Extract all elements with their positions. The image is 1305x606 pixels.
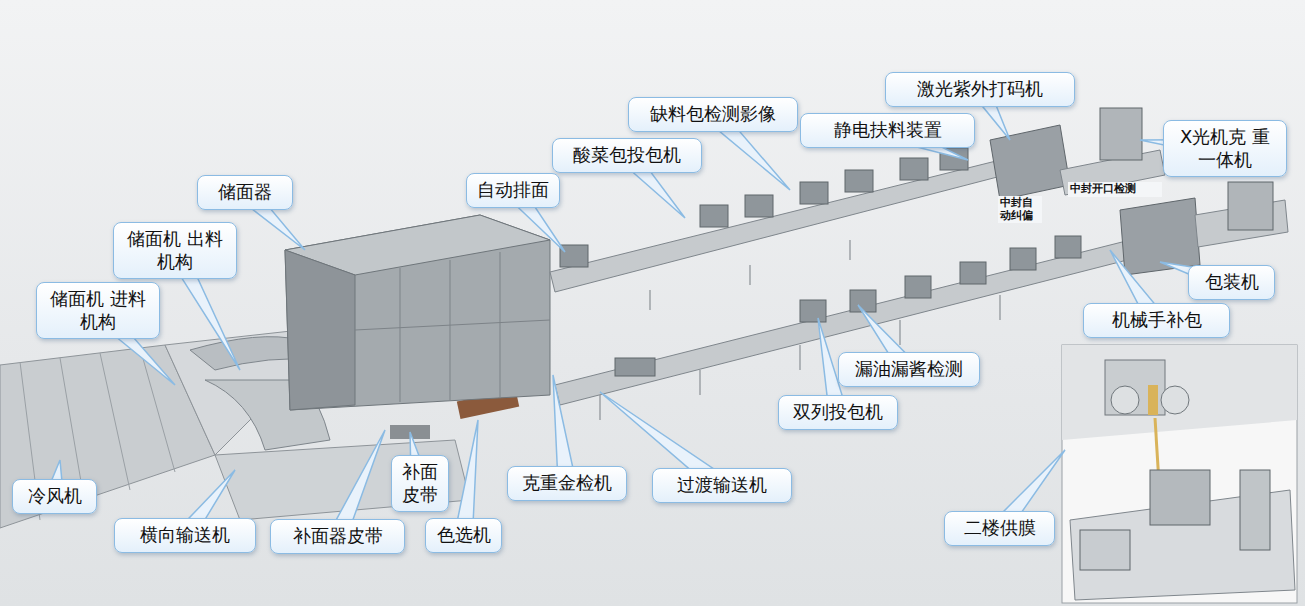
callout-bubble: 储面机 出料机构 [113,222,237,279]
callout-text: 缺料包检测影像 [637,103,789,126]
callout-bubble: 包装机 [1188,265,1275,300]
callout-text: 机械手补包 [1092,309,1221,332]
callout-bubble: 静电扶料装置 [800,113,975,148]
callout-text: 补面 皮带 [400,461,440,506]
callout-bubble: 酸菜包投包机 [552,138,702,173]
callout-text: 补面器皮带 [279,525,396,548]
callout-bubble: 克重金检机 [507,466,627,501]
callout-bubble: 二楼供膜 [944,511,1055,546]
callout-text: 静电扶料装置 [809,119,966,142]
callout-bubble: 自动排面 [466,173,560,208]
callout-text: 储面机 进料机构 [45,288,151,333]
callout-bubble: 储面器 [197,175,293,210]
callout-bubble: 横向输送机 [114,518,256,553]
callout-text: 色选机 [434,524,493,547]
callout-text: 克重金检机 [516,472,618,495]
callout-text: 储面机 出料机构 [122,228,228,273]
callout-text: 自动排面 [475,179,551,202]
callout-bubble: 双列投包机 [778,395,898,430]
callout-text: 冷风机 [21,485,88,508]
callout-text: 横向输送机 [123,524,247,547]
callout-bubble: 冷风机 [12,479,97,514]
callout-text: 酸菜包投包机 [561,144,693,167]
callout-text: 过渡输送机 [661,474,783,497]
callout-bubble: 过渡输送机 [652,468,792,503]
callout-text: 储面器 [206,181,284,204]
callout-text: 漏油漏酱检测 [847,358,971,381]
part-label: 中封开口检测 [1068,182,1162,197]
callout-text: 包装机 [1197,271,1266,294]
callout-text: X光机克 重一体机 [1172,126,1278,171]
callout-bubble: 漏油漏酱检测 [838,352,980,387]
callout-text: 二楼供膜 [953,517,1046,540]
callout-bubble: 激光紫外打码机 [885,72,1075,107]
callout-text: 双列投包机 [787,401,889,424]
callout-text: 激光紫外打码机 [894,78,1066,101]
callout-bubble: 补面器皮带 [270,519,405,554]
callout-bubble: 色选机 [425,518,502,553]
callout-bubble: 机械手补包 [1083,303,1230,338]
callout-bubble: 缺料包检测影像 [628,97,798,132]
callout-bubble: 补面 皮带 [391,455,449,512]
callout-bubble: 储面机 进料机构 [36,282,160,339]
part-label: 中封自动纠偏 [998,196,1042,223]
callout-bubble: X光机克 重一体机 [1163,120,1287,177]
